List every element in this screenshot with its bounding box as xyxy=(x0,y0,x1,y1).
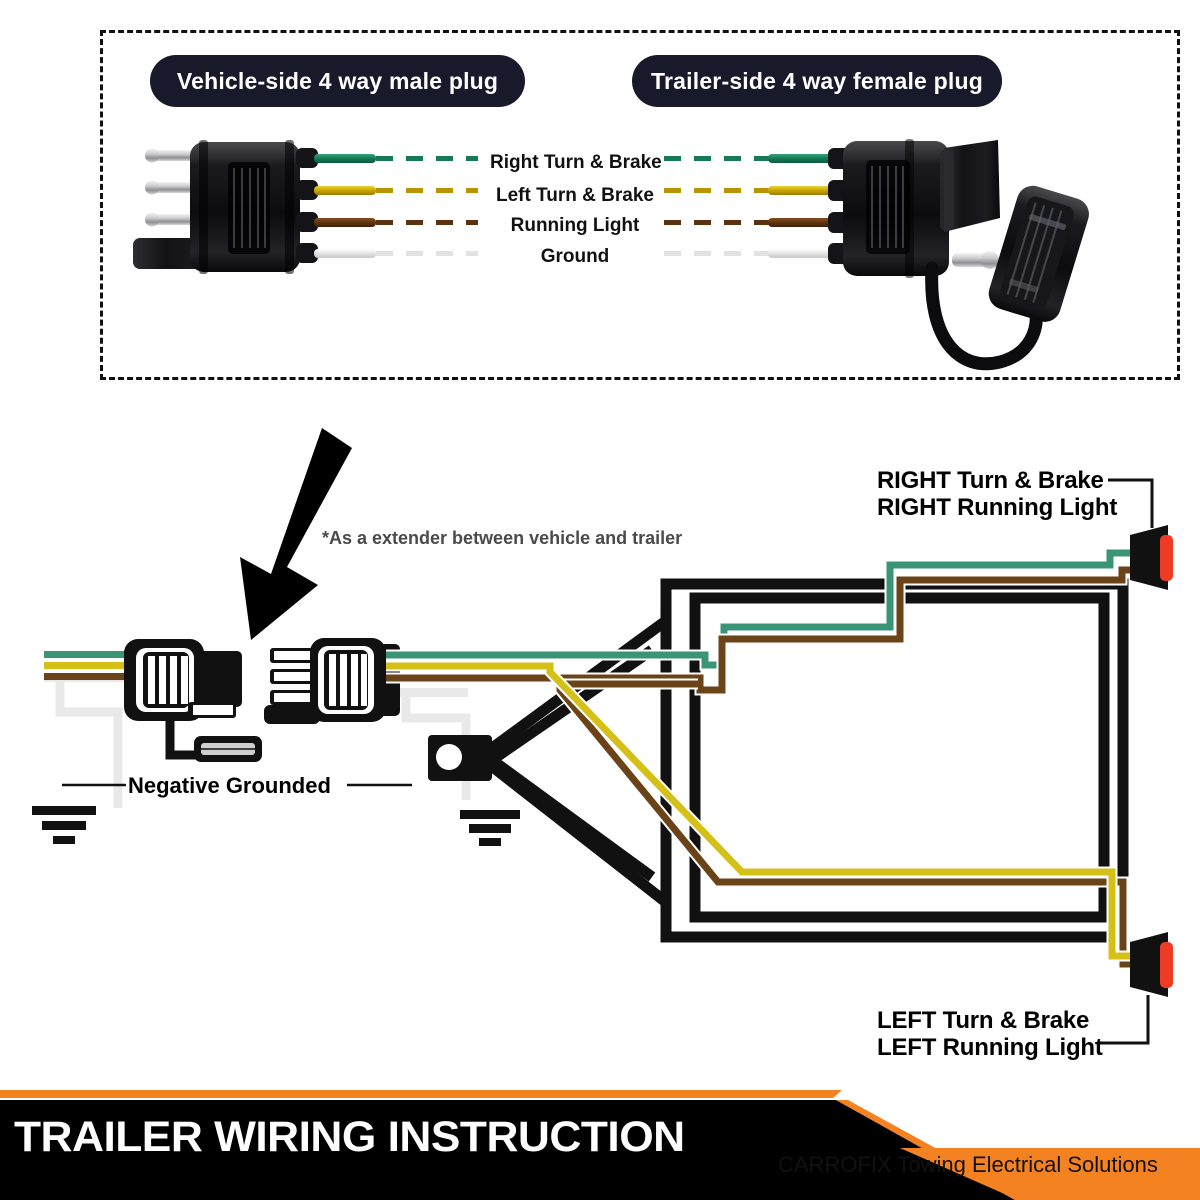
extender-note: *As a extender between vehicle and trail… xyxy=(322,528,683,548)
wire-yellow-left-turn xyxy=(386,660,1150,962)
wire-label-ground: Ground xyxy=(540,246,610,267)
wire-label-running-light: Running Light xyxy=(510,215,640,236)
wire-label-right-turn-brake: Right Turn & Brake xyxy=(490,152,662,173)
lamp-label-leaders xyxy=(1100,478,1154,1045)
top-panel-dashed-border xyxy=(100,30,1180,380)
female-plug-photo xyxy=(768,139,1089,371)
badge-vehicle-side-plug: Vehicle-side 4 way male plug xyxy=(150,55,525,107)
male-plug-photo xyxy=(133,140,376,274)
badge-trailer-side-plug: Trailer-side 4 way female plug xyxy=(632,55,1002,107)
connector-icon-male-left xyxy=(264,638,400,724)
ground-symbol-right xyxy=(460,810,520,846)
right-lamp-label-line1: RIGHT Turn & Brake xyxy=(877,467,1104,494)
wire-dashes-left xyxy=(376,156,478,256)
left-lamp-label: LEFT Turn & Brake LEFT Running Light xyxy=(877,1007,1103,1062)
ground-symbol-left xyxy=(32,806,96,844)
right-lamp-label: RIGHT Turn & Brake RIGHT Running Light xyxy=(877,467,1118,522)
banner-subtitle: CARROFIX Towing Electrical Solutions xyxy=(778,1152,1158,1177)
trailer-frame-inner xyxy=(689,592,1110,923)
trailer-coupler xyxy=(428,735,492,781)
right-lamp-label-line2: RIGHT Running Light xyxy=(877,493,1118,521)
wire-label-left-turn-brake: Left Turn & Brake xyxy=(495,185,654,206)
bottom-banner xyxy=(0,1090,1200,1200)
left-lamp-label-line2: LEFT Running Light xyxy=(877,1033,1103,1061)
wire-green-right-turn xyxy=(386,547,1148,671)
ground-wire-stub-right xyxy=(372,688,468,697)
lamp-right xyxy=(1130,525,1173,590)
lamp-left xyxy=(1130,932,1173,997)
down-arrow-icon xyxy=(240,428,352,640)
negative-grounded-label: Negative Grounded xyxy=(128,773,331,798)
banner-title: TRAILER WIRING INSTRUCTION xyxy=(14,1113,685,1161)
left-harness-wires xyxy=(44,651,126,680)
connector-icon-female-left xyxy=(124,639,262,762)
left-lamp-label-line1: LEFT Turn & Brake xyxy=(877,1007,1090,1034)
